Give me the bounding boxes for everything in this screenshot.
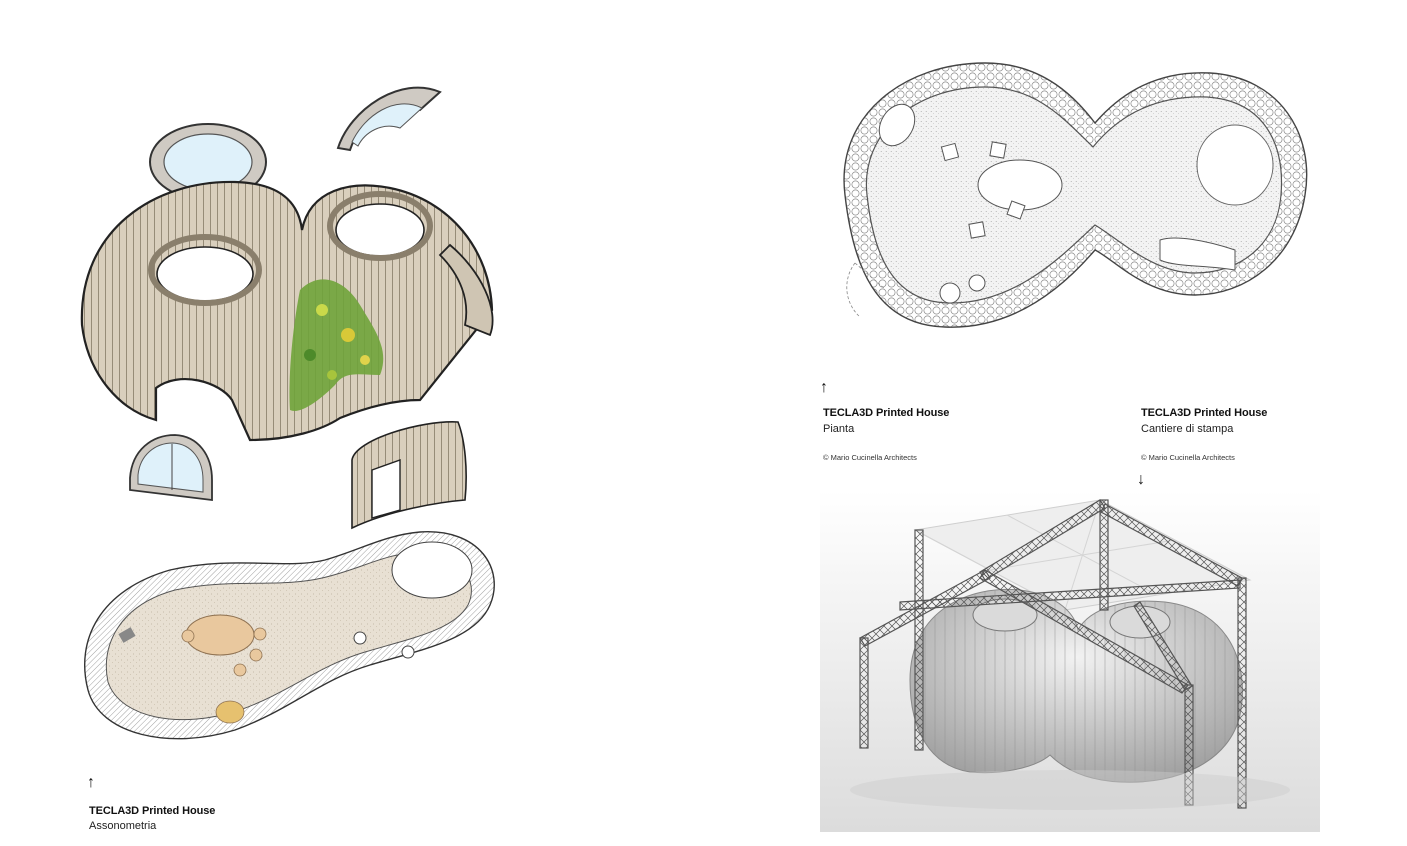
credit-pianta: © Mario Cucinella Architects [823,453,917,462]
caption-subtitle-assonometria: Assonometria [89,820,157,832]
plan-drawing [843,62,1308,328]
wall-panel [351,421,467,530]
axonometric-drawing [80,86,495,740]
caption-arrow-up-2: ↑ [820,379,828,396]
caption-arrow-up-1: ↑ [87,774,95,791]
credit-cantiere: © Mario Cucinella Architects [1141,453,1235,462]
caption-subtitle-pianta: Pianta [823,423,855,435]
floor-plan-isometric [84,531,495,740]
skylight-right [336,86,442,152]
caption-title-pianta: TECLA3D Printed House [823,407,950,419]
greenery [289,279,384,411]
caption-subtitle-cantiere: Cantiere di stampa [1141,423,1234,435]
skylight-left [149,123,267,201]
caption-title-assonometria: TECLA3D Printed House [89,805,216,817]
caption-title-cantiere: TECLA3D Printed House [1141,407,1268,419]
caption-arrow-down: ↓ [1137,471,1145,488]
dome-shell [80,180,494,442]
truss-frame [859,499,1247,809]
printing-site-render [820,490,1320,832]
door-arch [129,434,213,502]
